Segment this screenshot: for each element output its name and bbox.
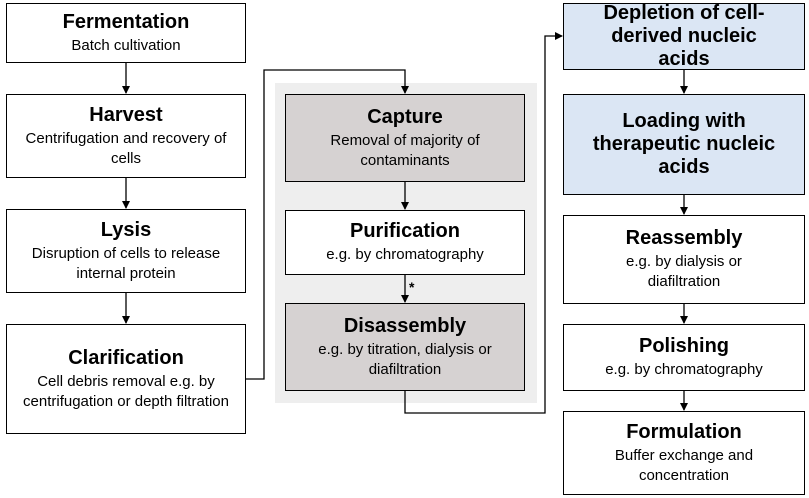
step-title: Disassembly [343, 314, 467, 337]
step-lysis: Lysis Disruption of cells to release int… [6, 209, 246, 293]
step-fermentation: Fermentation Batch cultivation [6, 3, 246, 63]
step-subtitle: Centrifugation and recovery of cells [25, 129, 227, 167]
step-title: Harvest [89, 103, 163, 126]
step-title: Polishing [639, 335, 729, 357]
step-title: Purification [349, 220, 460, 242]
step-polishing: Polishing e.g. by chromatography [563, 324, 805, 391]
step-title: Fermentation [62, 10, 190, 33]
step-subtitle: e.g. by chromatography [605, 361, 763, 378]
step-disassembly: Disassembly e.g. by titration, dialysis … [285, 303, 525, 391]
step-subtitle: e.g. by titration, dialysis or diafiltra… [318, 340, 492, 378]
step-subtitle: e.g. by chromatography [326, 246, 484, 263]
step-clarification: Clarification Cell debris removal e.g. b… [6, 324, 246, 434]
step-formulation: Formulation Buffer exchange and concentr… [563, 411, 805, 495]
step-harvest: Harvest Centrifugation and recovery of c… [6, 94, 246, 178]
step-subtitle: Removal of majority of contaminants [330, 131, 480, 169]
step-title: Clarification [68, 346, 184, 369]
step-subtitle: Buffer exchange and concentration [614, 446, 754, 484]
step-title: Depletion of cell-derived nucleic acids [603, 2, 765, 70]
step-subtitle: Disruption of cells to release internal … [31, 244, 221, 282]
arrow-clarification-capture [246, 69, 409, 380]
step-reassembly: Reassembly e.g. by dialysis or diafiltra… [563, 215, 805, 304]
step-depletion: Depletion of cell-derived nucleic acids [563, 2, 805, 70]
step-subtitle: Batch cultivation [71, 36, 181, 54]
arrow-disassembly-depletion [404, 32, 563, 414]
step-title: Loading with therapeutic nucleic acids [592, 110, 776, 178]
step-subtitle: e.g. by dialysis or diafiltration [626, 253, 742, 290]
step-capture: Capture Removal of majority of contamina… [285, 94, 525, 182]
step-subtitle: Cell debris removal e.g. by centrifugati… [23, 372, 229, 410]
step-loading: Loading with therapeutic nucleic acids [563, 94, 805, 195]
step-title: Lysis [100, 218, 152, 241]
step-purification: Purification e.g. by chromatography [285, 210, 525, 275]
step-title: Capture [367, 105, 443, 128]
optional-step-marker: * [409, 279, 415, 295]
step-title: Reassembly [625, 227, 743, 249]
step-title: Formulation [626, 420, 742, 443]
